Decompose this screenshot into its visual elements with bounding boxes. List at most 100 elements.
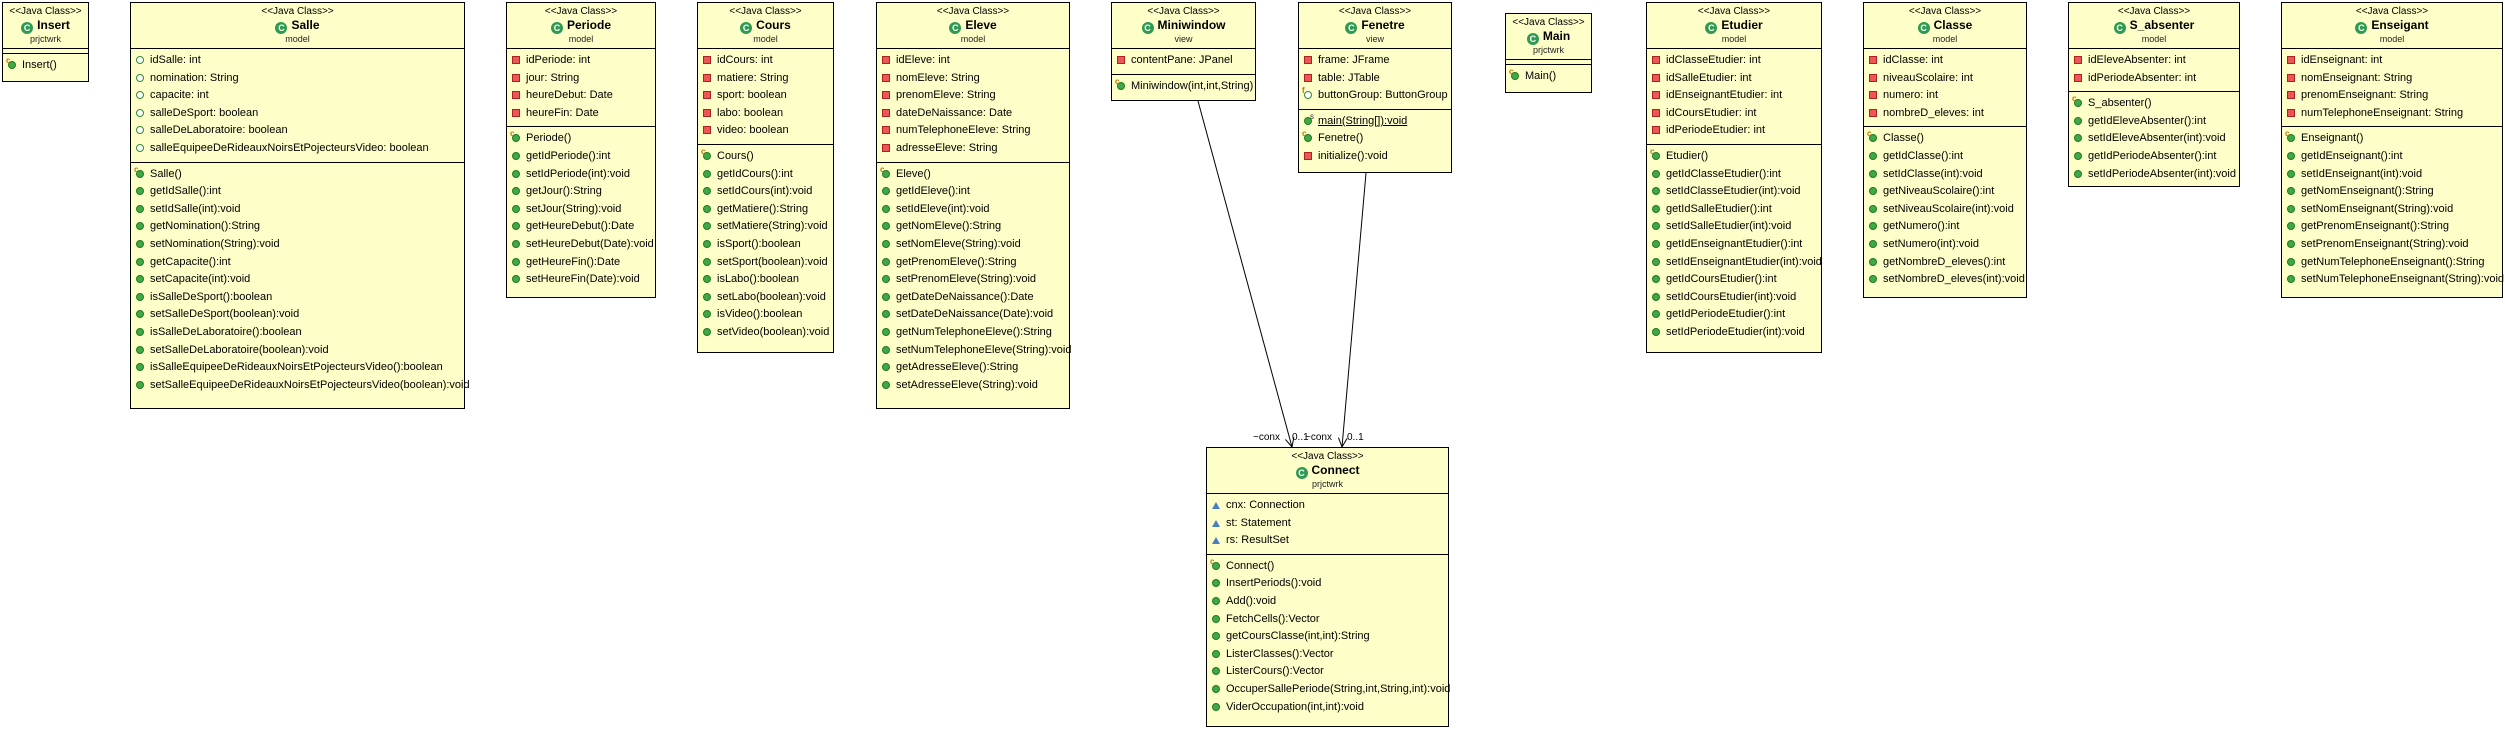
public-method-icon [512,204,520,213]
public-method-icon [882,327,890,336]
public-method-icon [1869,204,1877,213]
public-method-icon [136,257,144,266]
method-signature: isSalleDeSport():boolean [150,290,273,303]
method-row: getIdPeriodeAbsenter():int [2069,148,2239,166]
attribute-text: nomination: String [150,71,239,84]
method-row: getIdSalleEtudier():int [1647,201,1821,219]
method-row: setIdClasseEtudier(int):void [1647,183,1821,201]
method-row: setIdClasse(int):void [1864,166,2026,184]
attribute-text: idPeriodeEtudier: int [1666,124,1766,137]
class-icon: C [21,22,34,34]
method-signature: getIdEleveAbsenter():int [2088,114,2207,127]
stereotype-label: <<Java Class>> [1291,451,1364,462]
modifier-mark-icon: c [1210,556,1215,566]
attribute-text: sport: boolean [717,89,787,102]
method-signature: initialize():void [1318,149,1388,162]
method-signature: setIdCours(int):void [717,185,813,198]
method-row: setIdSalle(int):void [131,201,464,219]
method-row: getIdEleve():int [877,183,1069,201]
attribute-text: dateDeNaissance: Date [896,106,1013,119]
attribute-row: matiere: String [698,70,833,88]
public-method-icon [1869,151,1877,160]
method-row: setSport(boolean):void [698,254,833,272]
method-signature: Insert() [22,59,57,71]
stereotype-label: <<Java Class>> [1147,6,1220,17]
attribute-row: st: Statement [1207,515,1448,533]
attribute-text: idCoursEtudier: int [1666,106,1757,119]
attribute-row: salleEquipeeDeRideauxNoirsEtPojecteursVi… [131,140,464,158]
method-row: initialize():void [1299,148,1451,166]
modifier-mark-icon: c [134,164,139,174]
package-label: view [1174,34,1193,44]
method-signature: setNumTelephoneEnseignant(String):void [2301,273,2505,286]
method-row: setIdEnseignant(int):void [2282,166,2502,184]
public-method-icon [1212,632,1220,641]
attribute-row: idClasse: int [1864,52,2026,70]
method-row: setPrenomEleve(String):void [877,271,1069,289]
method-signature: Miniwindow(int,int,String) [1131,79,1254,92]
method-signature: getIdPeriodeEtudier():int [1666,308,1786,321]
attribute-row: labo: boolean [698,105,833,123]
attribute-row: prenomEnseignant: String [2282,87,2502,105]
method-signature: setLabo(boolean):void [717,290,826,303]
method-signature: Salle() [150,167,182,180]
method-row: setVideo(boolean):void [698,324,833,342]
modifier-mark-icon: c [2072,94,2077,104]
attribute-row: salleDeSport: boolean [131,105,464,123]
attribute-row: salleDeLaboratoire: boolean [131,122,464,140]
attribute-text: matiere: String [717,71,789,84]
method-row: c Insert() [3,57,88,75]
static-method-icon: s [1304,112,1314,125]
attribute-row: video: boolean [698,122,833,140]
attribute-row: rs: ResultSet [1207,532,1448,550]
public-method-icon [2287,275,2295,284]
constructor-icon: c [6,57,16,69]
private-member-icon [512,108,520,117]
public-method-icon [136,222,144,231]
attribute-text: heureFin: Date [526,106,599,119]
public-method-icon [882,257,890,266]
method-row: isSalleEquipeeDeRideauxNoirsEtPojecteurs… [131,359,464,377]
attribute-row: capacite: int [131,87,464,105]
public-method-icon [2074,151,2082,160]
public-method-icon [882,187,890,196]
public-method-icon [512,257,520,266]
public-method-icon [882,345,890,354]
private-member-icon [1652,73,1660,82]
method-signature: setNombreD_eleves(int):void [1883,273,2025,286]
method-row: getIdEnseignant():int [2282,148,2502,166]
method-signature: getIdPeriodeAbsenter():int [2088,149,2217,162]
method-row: setNumTelephoneEleve(String):void [877,342,1071,360]
method-signature: Fenetre() [1318,132,1364,145]
method-signature: Enseignant() [2301,132,2364,145]
method-row: setNomEleve(String):void [877,236,1069,254]
private-member-icon [1652,91,1660,100]
public-method-icon [1652,222,1660,231]
method-row: setNumTelephoneEnseignant(String):void [2282,271,2505,289]
attributes-compartment: contentPane: JPanel [1112,49,1255,75]
method-signature: getDateDeNaissance():Date [896,290,1034,303]
package-label: model [568,34,594,44]
method-signature: getIdClasseEtudier():int [1666,167,1781,180]
attribute-text: adresseEleve: String [896,141,998,154]
